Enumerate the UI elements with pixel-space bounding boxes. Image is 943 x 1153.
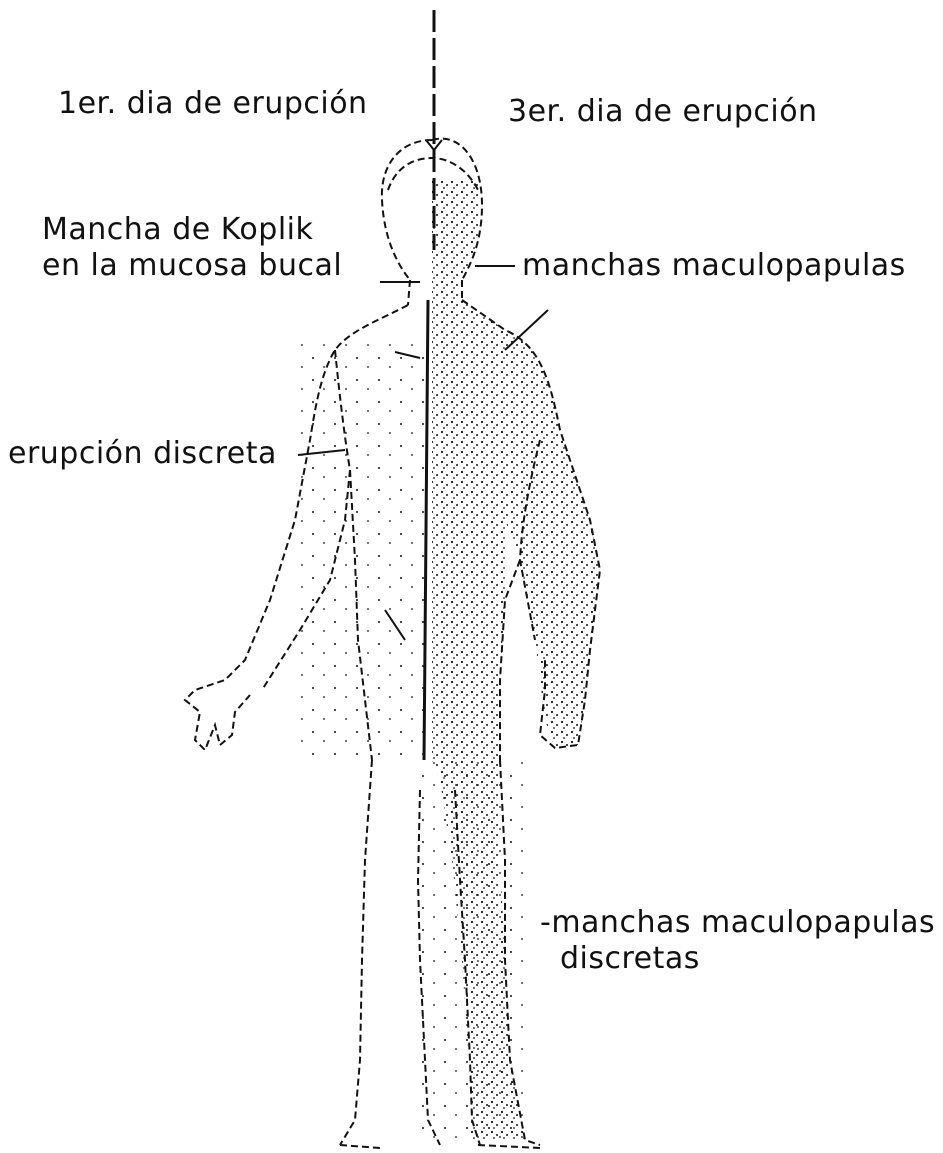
discrete-rash-label: erupción discreta <box>8 436 277 472</box>
koplik-label-line-1: Mancha de Koplik <box>42 212 342 248</box>
maculopapules-label: manchas maculopapulas <box>522 248 906 284</box>
koplik-label: Mancha de Koplik en la mucosa bucal <box>42 212 342 284</box>
discrete-rash-stipple <box>420 760 530 1140</box>
discrete-macules-line-1: -manchas maculopapulas <box>540 905 935 941</box>
discrete-macules-label: -manchas maculopapulas discretas <box>540 905 935 977</box>
left-sparse-stipple <box>300 340 430 760</box>
day-one-label: 1er. dia de erupción <box>58 86 368 122</box>
koplik-label-line-2: en la mucosa bucal <box>42 248 342 284</box>
day-three-label: 3er. dia de erupción <box>508 94 818 130</box>
discrete-macules-line-2: discretas <box>540 941 935 977</box>
